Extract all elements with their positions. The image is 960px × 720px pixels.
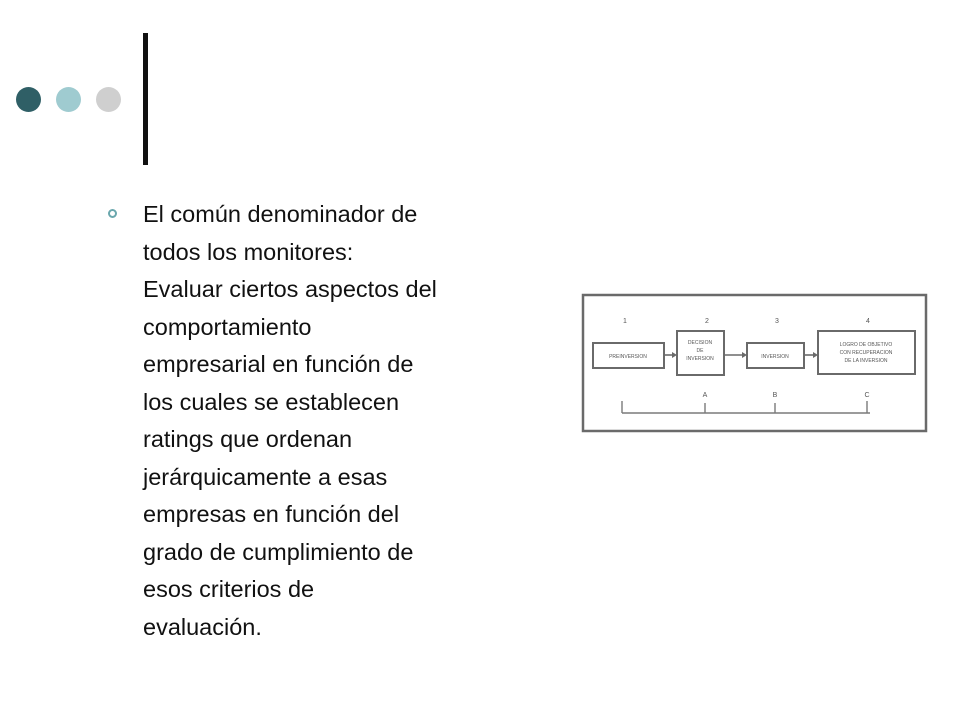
paragraph-line: esos criterios de xyxy=(143,576,315,602)
marker-b: B xyxy=(773,392,778,399)
bullet-paragraph: El común denominador de todos los monito… xyxy=(143,196,515,646)
arrowhead-icon xyxy=(742,352,747,358)
paragraph-line: evaluación. xyxy=(143,613,262,640)
marker-c: C xyxy=(864,392,869,399)
timeline-bracket xyxy=(621,401,870,414)
title-divider-line xyxy=(143,33,148,165)
paragraph-line: jerárquicamente a esas xyxy=(143,463,388,490)
decorative-dot-dark xyxy=(16,87,41,112)
paragraph-line: todos los monitores: xyxy=(143,238,354,265)
marker-a: A xyxy=(703,392,708,399)
step-label-line: DE LA INVERSION xyxy=(844,358,887,364)
paragraph-line: ratings que ordenan xyxy=(143,426,353,452)
investment-process-diagram: 1 2 3 4 PREINVERSION DECISION DE INVERSI… xyxy=(580,291,930,435)
diagram-frame xyxy=(581,293,928,433)
paragraph-line: empresas en función del xyxy=(143,501,400,527)
paragraph-line: Evaluar ciertos aspectos del xyxy=(143,276,437,302)
paragraph-line: El común denominador de xyxy=(143,201,418,227)
paragraph-line: comportamiento xyxy=(143,313,312,340)
step-number-4: 4 xyxy=(866,318,870,325)
flow-arrows xyxy=(664,352,818,358)
paragraph-line: empresarial en función de xyxy=(143,351,414,377)
step-number-3: 3 xyxy=(775,318,779,325)
step-box-logro xyxy=(817,330,916,375)
step-label-line: INVERSION xyxy=(686,356,714,362)
step-label-line: PREINVERSION xyxy=(609,354,647,360)
paragraph-line: los cuales se establecen xyxy=(143,388,400,415)
arrowhead-icon xyxy=(813,352,818,358)
bullet-circle-icon xyxy=(108,209,117,218)
step-label-line: CON RECUPERACION xyxy=(840,350,893,356)
arrowhead-icon xyxy=(672,352,677,358)
decorative-dot-light xyxy=(56,87,81,112)
step-box-decision xyxy=(676,330,725,376)
decorative-dot-gray xyxy=(96,87,121,112)
step-label-line: LOGRO DE OBJETIVO xyxy=(840,342,893,348)
paragraph-line: grado de cumplimiento de xyxy=(143,538,414,565)
step-number-1: 1 xyxy=(623,318,627,325)
diagram-canvas: 1 2 3 4 PREINVERSION DECISION DE INVERSI… xyxy=(581,293,928,433)
step-number-2: 2 xyxy=(705,318,709,325)
step-label-line: INVERSION xyxy=(761,354,789,360)
step-label-line: DE xyxy=(697,348,705,354)
step-label-line: DECISION xyxy=(688,340,713,346)
